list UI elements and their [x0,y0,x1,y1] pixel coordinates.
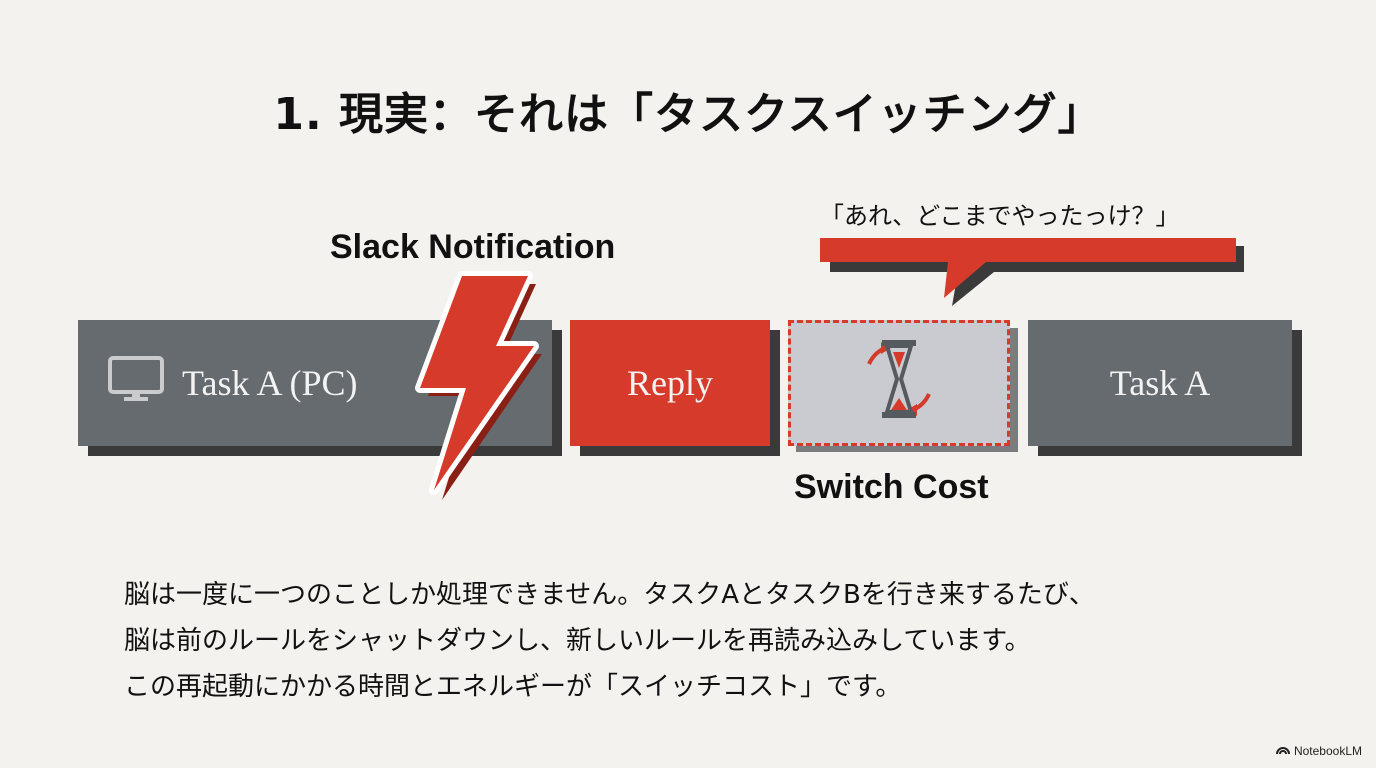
bubble-text: 「あれ、どこまでやったっけ？」 [820,202,1180,230]
task-a-label: Task A [1109,363,1211,403]
notebooklm-brand: NotebookLM [1275,744,1362,758]
body-line-1: 脳は一度に一つのことしか処理できません。タスクAとタスクBを行き来するたび、 [124,580,1095,610]
hourglass-icon [849,334,949,433]
body-text: 脳は一度に一つのことしか処理できません。タスクAとタスクBを行き来するたび、 脳… [124,572,1095,710]
brand-label: NotebookLM [1293,744,1362,758]
body-line-3: この再起動にかかる時間とエネルギーが「スイッチコスト」です。 [124,672,902,702]
reply-block: Reply [570,320,770,446]
page-title: 1. 現実：それは「タスクスイッチング」 [273,89,1103,140]
body-line-2: 脳は前のルールをシャットダウンし、新しいルールを再読み込みしています。 [124,626,1031,656]
switch-cost-block [788,320,1010,446]
task-a-pc-label: Task A (PC) [182,363,358,403]
slack-notification-label: Slack Notification [330,228,616,266]
notebooklm-logo-icon [1275,744,1290,758]
reply-label: Reply [627,363,713,403]
switch-cost-label: Switch Cost [794,468,989,506]
task-a-block: Task A [1028,320,1292,446]
monitor-icon [108,355,164,411]
